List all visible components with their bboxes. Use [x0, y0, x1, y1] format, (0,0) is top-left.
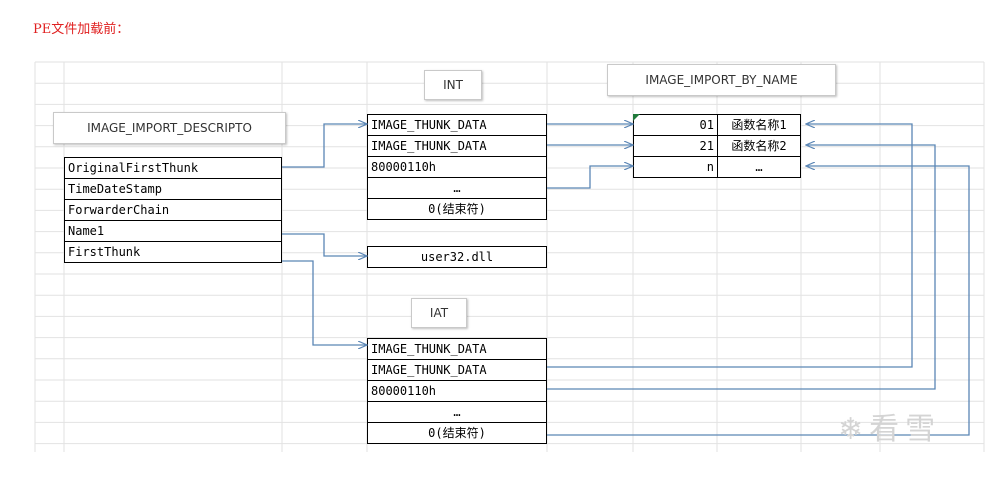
table-row: TimeDateStamp	[64, 178, 282, 200]
watermark-text: 看雪	[869, 412, 942, 447]
int-cell: …	[367, 177, 547, 199]
table-row: …	[367, 177, 547, 199]
table-row: Name1	[64, 220, 282, 242]
image-import-by-name-table: 01 函数名称1 21 函数名称2 n …	[633, 114, 801, 178]
dll-name-cell: user32.dll	[367, 246, 547, 268]
int-table: IMAGE_THUNK_DATA IMAGE_THUNK_DATA 800001…	[367, 114, 547, 220]
table-row: FirstThunk	[64, 241, 282, 263]
iat-label: IAT	[411, 298, 467, 328]
int-cell: 0(结束符)	[367, 198, 547, 220]
iat-cell: IMAGE_THUNK_DATA	[367, 338, 547, 360]
hint-cell: 21	[633, 135, 718, 157]
table-row: IMAGE_THUNK_DATA	[367, 359, 547, 381]
table-row: 0(结束符)	[367, 422, 547, 444]
table-row: IMAGE_THUNK_DATA	[367, 338, 547, 360]
descriptor-field: Name1	[64, 220, 282, 242]
function-name-cell: …	[717, 156, 801, 178]
table-row: 21 函数名称2	[633, 135, 801, 157]
table-row: 0(结束符)	[367, 198, 547, 220]
image-import-by-name-label: IMAGE_IMPORT_BY_NAME	[607, 64, 836, 96]
descriptor-table: OriginalFirstThunk TimeDateStamp Forward…	[64, 157, 282, 263]
page-title: PE文件加载前：	[33, 22, 130, 37]
hint-cell: 01	[633, 114, 718, 136]
descriptor-field: ForwarderChain	[64, 199, 282, 221]
int-label: INT	[424, 70, 482, 100]
iat-table: IMAGE_THUNK_DATA IMAGE_THUNK_DATA 800001…	[367, 338, 547, 444]
snowflake-icon: ❄	[838, 412, 870, 447]
descriptor-field: OriginalFirstThunk	[64, 157, 282, 179]
descriptor-field: FirstThunk	[64, 241, 282, 263]
arrow-name-to-dll	[282, 233, 367, 256]
table-row: n …	[633, 156, 801, 178]
arrow-iat-row3-to-function2	[547, 145, 936, 390]
int-cell: IMAGE_THUNK_DATA	[367, 114, 547, 136]
arrow-iat-row5-to-function-n	[547, 166, 970, 436]
iat-cell: IMAGE_THUNK_DATA	[367, 359, 547, 381]
table-row: 01 函数名称1	[633, 114, 801, 136]
function-name-cell: 函数名称1	[717, 114, 801, 136]
dll-name-table: user32.dll	[367, 246, 547, 268]
table-row: IMAGE_THUNK_DATA	[367, 135, 547, 157]
function-name-cell: 函数名称2	[717, 135, 801, 157]
table-row: 80000110h	[367, 380, 547, 402]
table-row: …	[367, 401, 547, 423]
arrow-originalfirstthunk-to-int	[282, 124, 367, 168]
int-cell: 80000110h	[367, 156, 547, 178]
hint-cell: n	[633, 156, 718, 178]
arrow-firstthunk-to-iat	[282, 260, 367, 345]
iat-cell: …	[367, 401, 547, 423]
iat-cell: 0(结束符)	[367, 422, 547, 444]
watermark: ❄看雪	[838, 404, 941, 448]
arrow-int-row4-to-hint	[547, 166, 633, 189]
table-row: IMAGE_THUNK_DATA	[367, 114, 547, 136]
table-row: 80000110h	[367, 156, 547, 178]
table-row: ForwarderChain	[64, 199, 282, 221]
int-cell: IMAGE_THUNK_DATA	[367, 135, 547, 157]
descriptor-field: TimeDateStamp	[64, 178, 282, 200]
image-import-descriptor-label: IMAGE_IMPORT_DESCRIPTO	[53, 112, 286, 144]
table-row: OriginalFirstThunk	[64, 157, 282, 179]
iat-cell: 80000110h	[367, 380, 547, 402]
table-row: user32.dll	[367, 246, 547, 268]
